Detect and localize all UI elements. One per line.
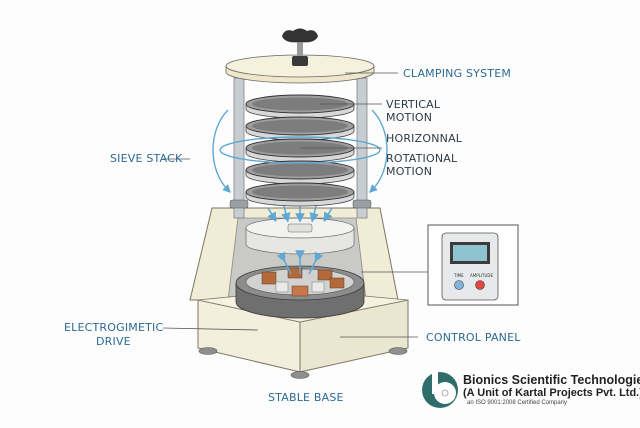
label-rotational-motion-1: ROTATIONAL — [386, 152, 458, 165]
clamping-lid — [225, 28, 375, 84]
vibration-plate — [245, 217, 355, 255]
time-button-label: TIME — [454, 273, 464, 278]
sieve-stack — [245, 94, 355, 207]
control-panel-inset — [427, 224, 519, 306]
label-clamping-system: CLAMPING SYSTEM — [403, 67, 512, 80]
label-vertical-motion-2: MOTION — [386, 111, 433, 124]
label-electromagnetic-drive-2: DRIVE — [96, 335, 131, 348]
company-certification: an ISO 9001:2008 Certified Company — [467, 400, 568, 406]
company-name: Bionics Scientific Technologies — [463, 373, 640, 387]
label-vertical-motion-1: VERTICAL — [386, 98, 441, 111]
base-feet — [198, 347, 408, 379]
label-rotational-motion-2: MOTION — [386, 165, 433, 178]
time-button — [454, 280, 464, 290]
label-horizontal: HORIZONNAL — [386, 132, 463, 145]
leader-lines — [162, 72, 438, 338]
amplitude-button — [475, 280, 485, 290]
company-unit: (A Unit of Kartal Projects Pvt. Ltd.) — [463, 387, 640, 399]
amplitude-button-label: AMPLITUDE — [470, 273, 493, 278]
electromagnetic-motor — [235, 265, 365, 319]
label-control-panel: CONTROL PANEL — [426, 331, 521, 344]
label-electromagnetic-drive-1: ELECTROGIMETIC — [64, 321, 164, 334]
rotation-arrows — [212, 109, 388, 193]
vibration-arrows — [267, 205, 333, 275]
label-sieve-stack: SIEVE STACK — [110, 152, 183, 165]
company-logo — [422, 370, 458, 408]
label-stable-base: STABLE BASE — [268, 391, 344, 404]
